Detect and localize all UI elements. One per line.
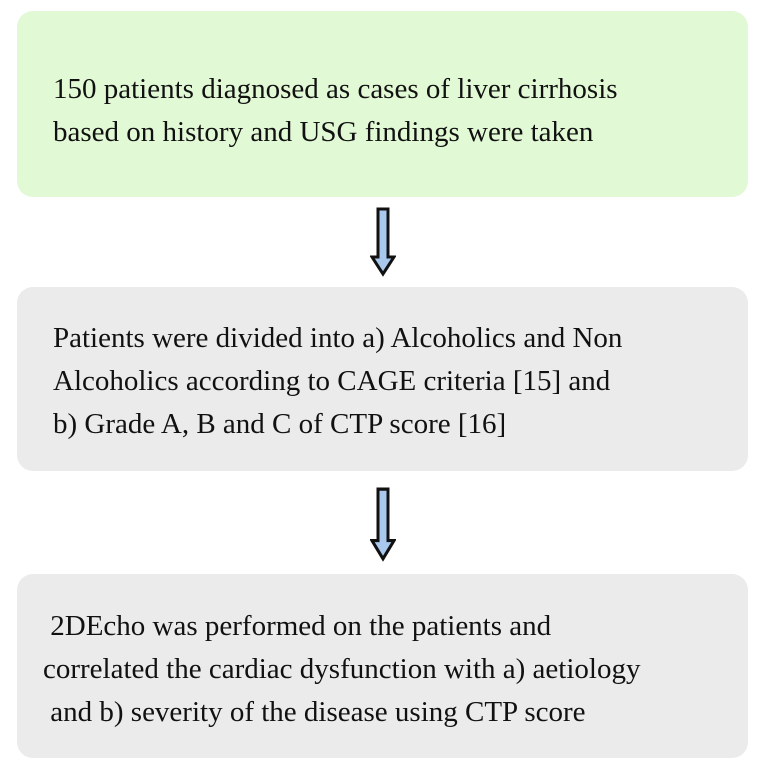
step-1-text: 150 patients diagnosed as cases of liver… <box>53 73 618 105</box>
step-2-text: b) Grade A, B and C of CTP score [16] <box>53 408 507 440</box>
step-1-box: 150 patients diagnosed as cases of liver… <box>17 11 748 197</box>
down-arrow-icon <box>370 207 396 277</box>
step-2-box: Patients were divided into a) Alcoholics… <box>17 287 748 471</box>
step-2-text: Alcoholics according to CAGE criteria [1… <box>53 365 611 397</box>
step-2-text: Patients were divided into a) Alcoholics… <box>53 322 623 354</box>
step-3-text: and b) severity of the disease using CTP… <box>43 696 586 728</box>
step-3-box: 2DEcho was performed on the patients and… <box>17 574 748 758</box>
down-arrow-icon <box>370 487 396 562</box>
step-1-text: based on history and USG findings were t… <box>53 116 594 148</box>
step-3-text: correlated the cardiac dysfunction with … <box>43 653 641 685</box>
step-3-text: 2DEcho was performed on the patients and <box>43 610 552 642</box>
